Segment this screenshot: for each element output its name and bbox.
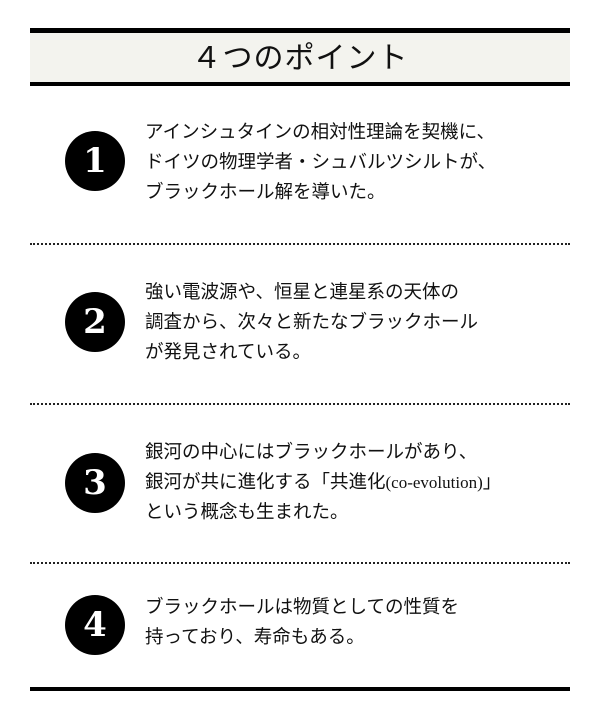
point-line: 調査から、次々と新たなブラックホール [145,312,479,333]
page-title: ４つのポイント [191,40,409,76]
point-line: 銀河が共に進化する「共進化(co-evolution)」 [145,468,501,498]
header-banner: ４つのポイント [30,28,570,86]
point-line: アインシュタインの相対性理論を契機に、 [145,122,496,143]
number-badge-2: 2 [65,292,125,352]
number-badge-3: 3 [65,453,125,513]
point-text-1: アインシュタインの相対性理論を契機に、 ドイツの物理学者・シュバルツシルトが、 … [145,118,496,208]
point-line: 持っており、寿命もある。 [145,627,365,648]
point-line: 強い電波源や、恒星と連星系の天体の [145,282,459,303]
point-line: 銀河の中心にはブラックホールがあり、 [145,442,478,463]
point-text-3: 銀河の中心にはブラックホールがあり、 銀河が共に進化する「共進化(co-evol… [145,438,501,528]
point-line-part: 銀河が共に進化する「共進化 [145,472,386,493]
number-badge-1: 1 [65,131,125,191]
bottom-rule [30,687,570,691]
point-line: という概念も生まれた。 [145,502,349,523]
number-badge-4: 4 [65,595,125,655]
point-text-2: 強い電波源や、恒星と連星系の天体の 調査から、次々と新たなブラックホール が発見… [145,278,478,368]
point-line: ブラックホール解を導いた。 [145,182,386,203]
point-text-4: ブラックホールは物質としての性質を 持っており、寿命もある。 [145,593,459,653]
point-line: ブラックホールは物質としての性質を [145,597,459,618]
point-line: が発見されている。 [145,342,311,363]
english-term: (co-evolution) [385,473,483,492]
dotted-divider [30,562,570,564]
dotted-divider [30,403,570,405]
dotted-divider [30,243,570,245]
point-line-part: 」 [482,472,502,493]
point-line: ドイツの物理学者・シュバルツシルトが、 [145,152,497,173]
